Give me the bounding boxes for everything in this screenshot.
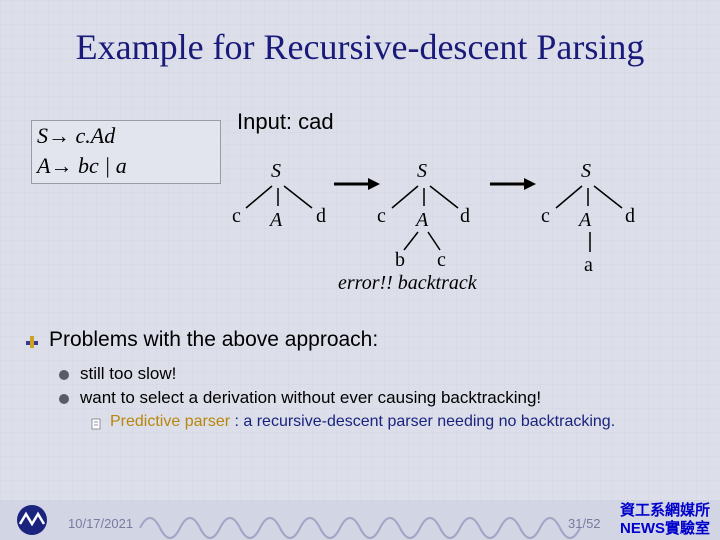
tree2-sub-b: b [395, 249, 405, 271]
problems-heading: Problems with the above approach: [49, 328, 379, 351]
tree1-child-c: c [232, 205, 241, 227]
input-label: Input: cad [237, 109, 334, 134]
tree2-child-A: A [416, 209, 429, 231]
tree3-sub-a: a [584, 254, 593, 276]
grammar-rule-2: A→ bc | a [37, 153, 127, 178]
footer-org-line2: NEWS實驗室 [620, 520, 711, 537]
university-logo [17, 505, 47, 535]
footer-date: 10/17/2021 [68, 516, 134, 531]
bullet-item: still too slow! [80, 364, 177, 383]
tree3-child-d: d [625, 205, 635, 227]
arrowhead-icon [368, 178, 380, 190]
footer-org-line1: 資工系網媒所 [620, 502, 711, 519]
slide-title: Example for Recursive-descent Parsing [75, 27, 645, 67]
tree1-root: S [271, 160, 281, 182]
bullet-icon [59, 370, 69, 380]
tree3-child-A: A [579, 209, 592, 231]
arrowhead-icon [524, 178, 536, 190]
tree2-child-d: d [460, 205, 470, 227]
footer-organization: 資工系網媒所 NEWS實驗室 [620, 502, 710, 538]
bullet-item: want to select a derivation without ever… [80, 388, 542, 407]
grammar-box: S→ c.Ad A→ bc | a [31, 120, 221, 184]
grammar-rule-1: S→ c.Ad [37, 123, 116, 148]
tree3-root: S [581, 160, 591, 182]
sub-bullet-text: : a recursive-descent parser needing no … [230, 413, 616, 430]
tree1-child-d: d [316, 205, 326, 227]
tree2-root: S [417, 160, 427, 182]
tree1-child-A: A [270, 209, 283, 231]
footer-page-number: 31/52 [568, 516, 601, 531]
bullet-icon [59, 394, 69, 404]
tree2-child-c: c [377, 205, 386, 227]
tree3-child-c: c [541, 205, 550, 227]
document-icon [91, 418, 101, 430]
sub-bullet-item: Predictive parser : a recursive-descent … [110, 413, 615, 431]
tree2-sub-c: c [437, 249, 446, 271]
error-backtrack-note: error!! backtrack [338, 272, 477, 294]
predictive-parser-term: Predictive parser [110, 413, 231, 430]
bullet-icon [26, 336, 38, 348]
